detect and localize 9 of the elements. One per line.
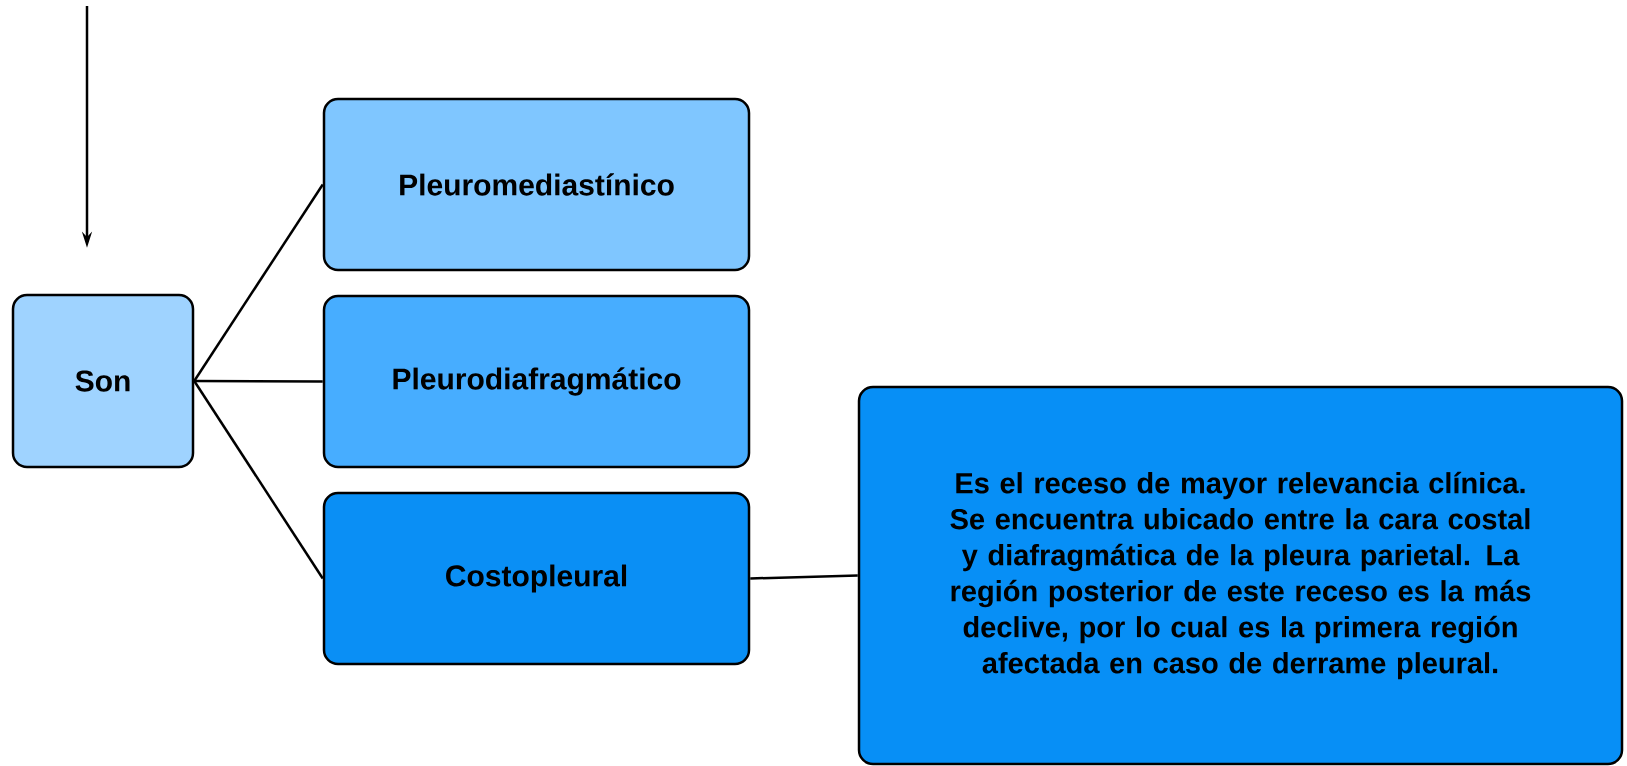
- category-box: Pleuromediastínico: [322, 97, 751, 272]
- connector-line: [193, 183, 324, 382]
- category-box: Son: [11, 293, 195, 469]
- category-box: Pleurodiafragmático: [322, 294, 751, 469]
- description-box: Es el receso de mayor relevancia clínica. Se encuentra ubicado entre la cara costal y diafragmática de la pleura parietal. La región posterior de este receso es la más declive, por lo cual es la primera región afectada en caso de derrame pleural.: [857, 385, 1624, 766]
- connector-line: [194, 379, 323, 383]
- category-box: Costopleural: [322, 491, 751, 666]
- connector-line: [193, 380, 324, 580]
- connector-line: [750, 574, 858, 580]
